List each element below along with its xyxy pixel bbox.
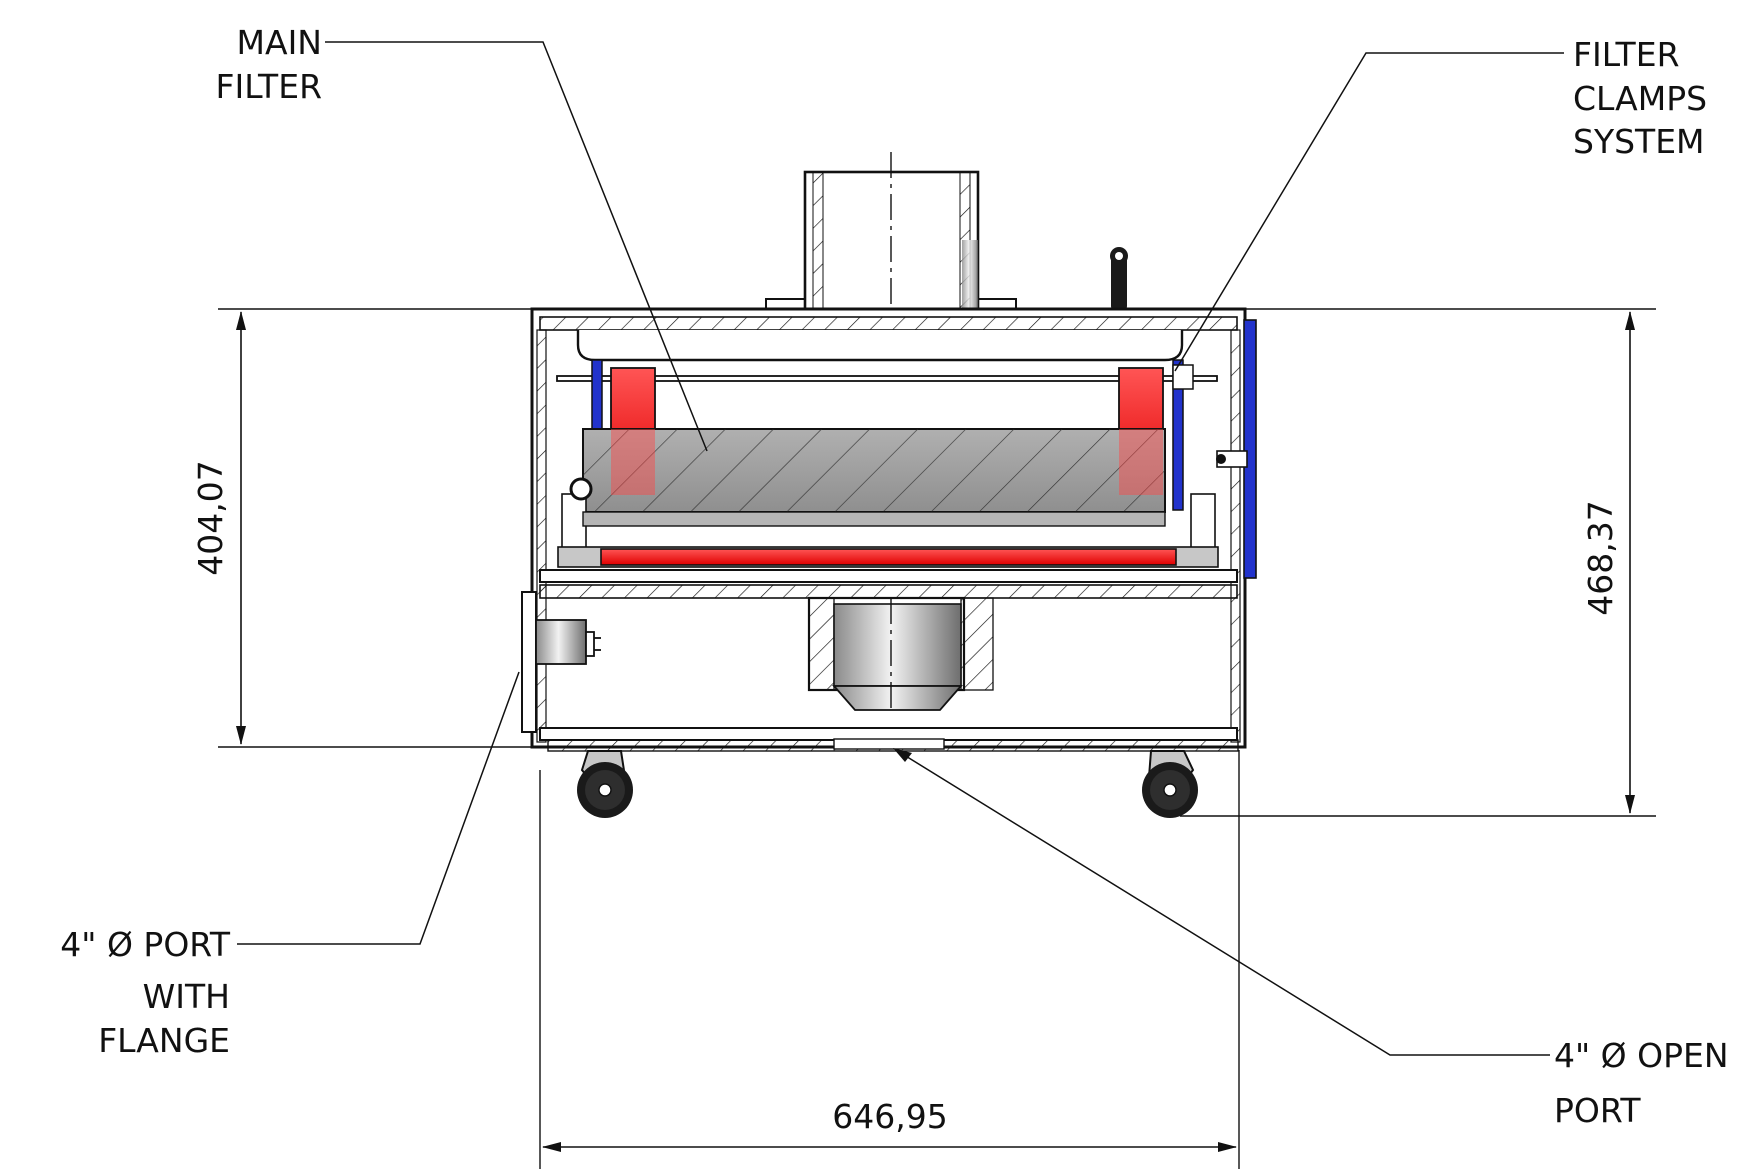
caster-right bbox=[1142, 750, 1198, 818]
leader-arrow-open-port bbox=[893, 748, 912, 762]
top-outlet-pipe bbox=[765, 152, 1017, 325]
label-filter-clamps-line2: CLAMPS bbox=[1573, 79, 1707, 118]
latch-pin bbox=[1110, 247, 1128, 312]
caster-left bbox=[577, 750, 633, 818]
label-open-port-line1: 4" Ø OPEN bbox=[1554, 1036, 1729, 1075]
label-port-flange-line2: WITH bbox=[143, 977, 230, 1016]
label-filter-clamps-line3: SYSTEM bbox=[1573, 122, 1705, 161]
dimension-height-left-text: 404,07 bbox=[191, 460, 230, 575]
label-open-port: 4" Ø OPEN PORT bbox=[1554, 1036, 1729, 1130]
dimension-height-left: 404,07 bbox=[191, 311, 246, 745]
dimension-height-right: 468,37 bbox=[1581, 311, 1635, 814]
leader-lines bbox=[237, 41, 1564, 1056]
dimension-width: 646,95 bbox=[542, 1097, 1237, 1152]
label-main-filter-line2: FILTER bbox=[216, 67, 323, 106]
label-filter-clamps: FILTER CLAMPS SYSTEM bbox=[1573, 35, 1707, 161]
label-filter-clamps-line1: FILTER bbox=[1573, 35, 1680, 74]
label-main-filter-line1: MAIN bbox=[237, 23, 322, 62]
label-port-flange-line3: FLANGE bbox=[98, 1021, 230, 1060]
dimension-width-text: 646,95 bbox=[832, 1097, 947, 1136]
label-main-filter: MAIN FILTER bbox=[216, 23, 323, 106]
label-open-port-line2: PORT bbox=[1554, 1091, 1641, 1130]
dimension-height-right-text: 468,37 bbox=[1581, 500, 1620, 615]
label-port-flange-line1: 4" Ø PORT bbox=[60, 925, 231, 964]
filter-housing bbox=[521, 307, 1257, 752]
label-port-flange: 4" Ø PORT WITH FLANGE bbox=[60, 925, 231, 1060]
